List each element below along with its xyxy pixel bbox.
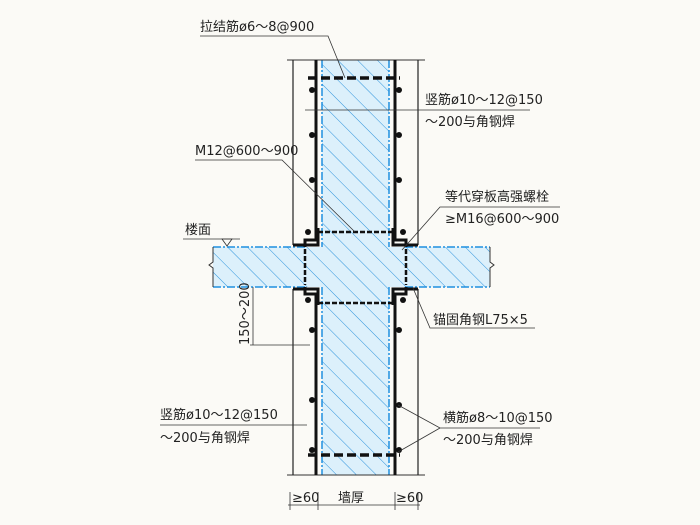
bolts xyxy=(303,230,408,305)
vertical-bar-right-label: 竖筋ø10～12@150 xyxy=(425,92,543,108)
leader-lines xyxy=(160,35,560,510)
vertical-bar-left-label-2: ～200与角钢焊 xyxy=(160,430,250,446)
concrete-outline xyxy=(213,60,490,475)
break-lines xyxy=(208,59,495,476)
bolt-m12-label: M12@600～900 xyxy=(195,144,298,159)
dim-left: ≥60 xyxy=(292,491,319,506)
floor-slab xyxy=(213,247,490,287)
dim-right: ≥60 xyxy=(396,491,423,506)
slab-offset-label: 150～200 xyxy=(238,282,253,345)
hs-bolt-label: 等代穿板高强螺栓 xyxy=(445,189,549,205)
floor-label: 楼面 xyxy=(185,223,211,238)
vertical-bar-left-label: 竖筋ø10～12@150 xyxy=(160,407,278,423)
tie-bars xyxy=(308,76,400,457)
hs-bolt-label-2: ≥M16@600～900 xyxy=(445,212,559,227)
horizontal-bar-label-2: ～200与角钢焊 xyxy=(443,432,533,448)
tie-bar-label: 拉结筋ø6～8@900 xyxy=(200,19,314,35)
anchor-angle-label: 锚固角钢L75×5 xyxy=(433,313,528,328)
rebar-dots xyxy=(305,87,406,453)
dim-wall-thickness: 墙厚 xyxy=(338,491,364,506)
steel-angles xyxy=(293,60,418,475)
horizontal-bar-label: 横筋ø8～10@150 xyxy=(443,410,553,426)
outer-lines xyxy=(292,60,419,475)
vertical-bar-right-label-2: ～200与角钢焊 xyxy=(425,114,515,130)
